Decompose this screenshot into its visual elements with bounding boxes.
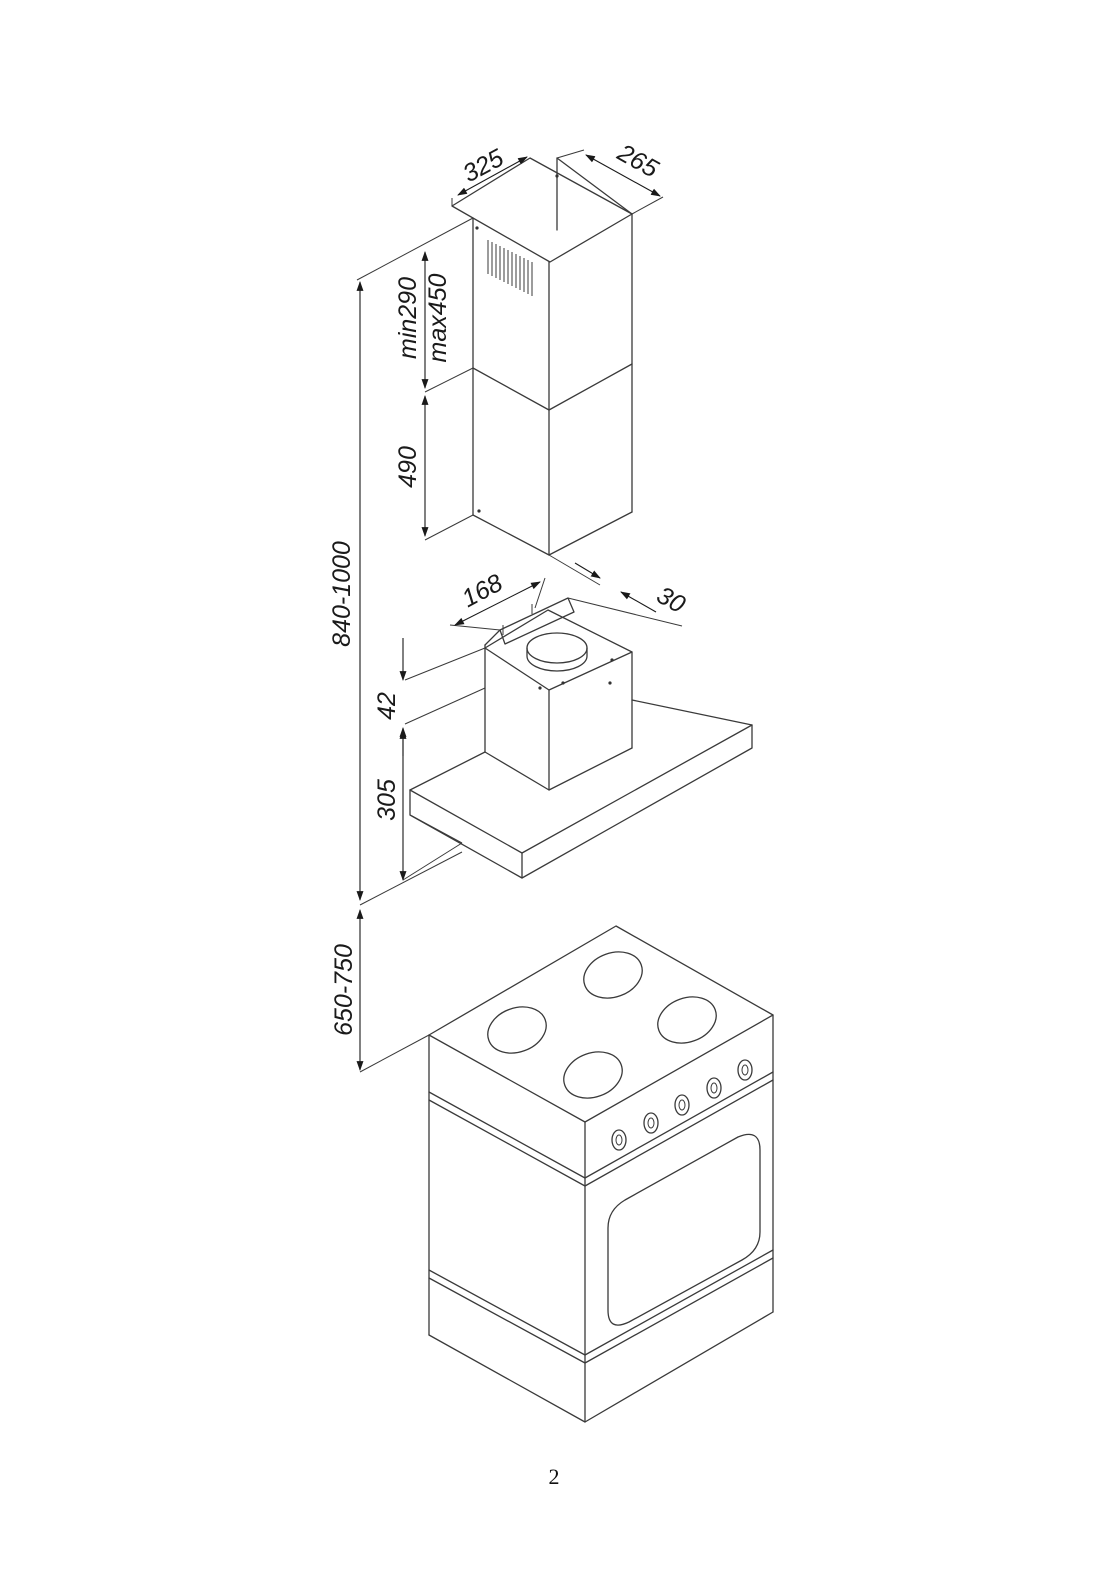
oven-window xyxy=(608,1134,760,1325)
cooker-knobs xyxy=(612,1060,752,1150)
dim-overall-height: 840-1000 xyxy=(328,541,356,647)
dim-wall-gap: 30 xyxy=(652,581,690,619)
hood-canopy xyxy=(410,700,752,878)
dim-upper-max: max450 xyxy=(424,273,452,362)
page-number: 2 xyxy=(549,1464,560,1489)
chimney-lower xyxy=(473,364,632,555)
burner-back-right xyxy=(577,944,648,1006)
chimney-upper xyxy=(452,158,632,555)
dim-hood-height: 305 xyxy=(373,779,401,821)
dim-chimney-width: 325 xyxy=(458,144,508,188)
dim-chimney-depth: 265 xyxy=(612,138,663,183)
dim-lower-chimney: 490 xyxy=(394,446,422,488)
burner-back-left xyxy=(481,999,552,1061)
dim-bracket-width: 168 xyxy=(457,569,507,613)
burner-front-left xyxy=(557,1044,628,1106)
dim-flange-height: 42 xyxy=(373,692,401,720)
dim-upper-min: min290 xyxy=(394,277,422,359)
burner-front-right xyxy=(651,989,722,1051)
cooker xyxy=(429,926,773,1422)
hood-motor-box xyxy=(485,598,632,790)
dim-cooktop-clearance: 650-750 xyxy=(330,944,358,1036)
